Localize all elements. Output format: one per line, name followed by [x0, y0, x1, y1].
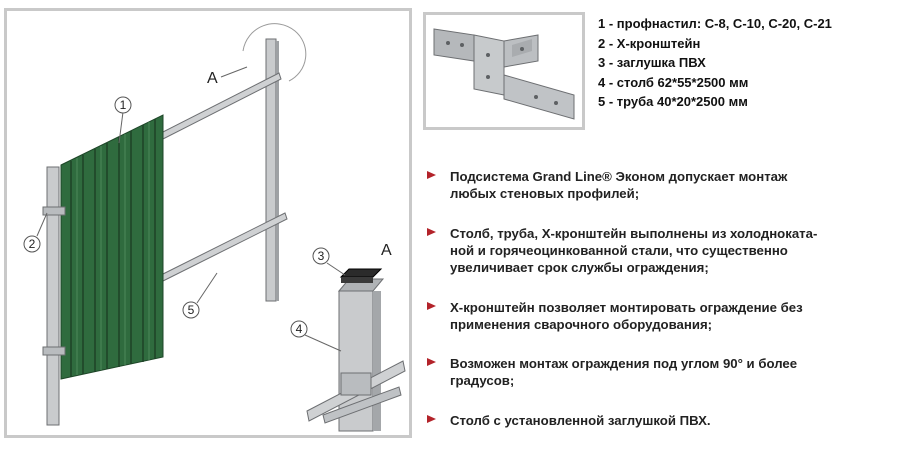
- x-bracket-upper: [42, 206, 66, 216]
- bullet-arrow-icon: [427, 228, 436, 236]
- bracket-arm-right-bottom: [503, 74, 575, 120]
- legend-item-pipe: 5 - труба 40*20*2500 мм: [598, 94, 748, 109]
- callout-2-circle: [23, 235, 41, 253]
- bracket-holes: [446, 41, 558, 105]
- detail-a-leader: [220, 66, 248, 78]
- callout-1-leader: [118, 111, 124, 144]
- feature-item: Столб с установленной заглушкой ПВХ.: [427, 412, 897, 429]
- x-bracket-lower: [42, 346, 66, 356]
- feature-text: Возможен монтаж ограждения под углом 90°…: [450, 356, 798, 388]
- legend-item-pvc-plug: 3 - заглушка ПВХ: [598, 55, 706, 70]
- profiled-sheet: [60, 114, 164, 380]
- callout-5-label: 5: [188, 303, 195, 317]
- zoom-post-side: [373, 291, 381, 431]
- callout-4-circle: [290, 320, 308, 338]
- legend-item-sheet: 1 - профнастил: С-8, С-10, С-20, С-21: [598, 16, 832, 31]
- callout-1-circle: [114, 96, 132, 114]
- right-post-side: [276, 41, 279, 301]
- bracket-arm-left: [433, 28, 475, 62]
- sheet-highlights: [76, 122, 150, 375]
- fence-illustration: 1 2 А 5 3 А 4: [23, 23, 407, 435]
- legend-item-x-bracket: 2 - Х-кронштейн: [598, 35, 701, 51]
- x-bracket-photo: [433, 28, 575, 120]
- callout-5-leader: [196, 272, 218, 304]
- zoom-rail-2: [322, 386, 402, 424]
- bullet-arrow-icon: [427, 171, 436, 179]
- feature-item: Подсистема Grand Line® Эконом допускает …: [427, 168, 897, 202]
- callout-3-leader: [326, 262, 346, 276]
- detail-a-label: А: [207, 70, 218, 87]
- legend-item-post: 4 - столб 62*55*2500 мм: [598, 74, 749, 90]
- feature-text: Столб, труба, Х-кронштейн выполнены из х…: [450, 226, 818, 275]
- feature-item: Х-кронштейн позволяет монтировать огражд…: [427, 299, 897, 333]
- x-bracket-photo-frame: [423, 12, 585, 130]
- detail-circle-a: [242, 23, 307, 82]
- bullet-arrow-icon: [427, 358, 436, 366]
- upper-rail: [158, 72, 282, 141]
- detail-a-zoom-label: А: [381, 242, 392, 259]
- callout-4-leader: [304, 334, 342, 352]
- bracket-center: [473, 34, 505, 96]
- bullet-arrow-icon: [427, 415, 436, 423]
- left-post: [46, 166, 60, 426]
- parts-legend: 1 - профнастил: С-8, С-10, С-20, С-21 2 …: [598, 14, 832, 112]
- feature-item: Столб, труба, Х-кронштейн выполнены из х…: [427, 225, 897, 276]
- callout-1-label: 1: [120, 98, 127, 112]
- feature-text: Столб с установленной заглушкой ПВХ.: [450, 413, 711, 428]
- callout-3-label: 3: [318, 249, 325, 263]
- callout-3-circle: [312, 247, 330, 265]
- zoom-x-bracket: [340, 372, 372, 396]
- pvc-plug-rim: [341, 277, 373, 283]
- callout-5-circle: [182, 301, 200, 319]
- bullet-arrow-icon: [427, 302, 436, 310]
- sheet-ribs: [70, 119, 156, 377]
- callout-2-label: 2: [29, 237, 36, 251]
- fence-illustration-frame: 1 2 А 5 3 А 4: [4, 8, 412, 438]
- callout-4-label: 4: [296, 322, 303, 336]
- feature-item: Возможен монтаж ограждения под углом 90°…: [427, 355, 897, 389]
- feature-text: Х-кронштейн позволяет монтировать огражд…: [450, 300, 803, 332]
- feature-text: Подсистема Grand Line® Эконом допускает …: [450, 169, 788, 201]
- callout-2-leader: [36, 212, 48, 237]
